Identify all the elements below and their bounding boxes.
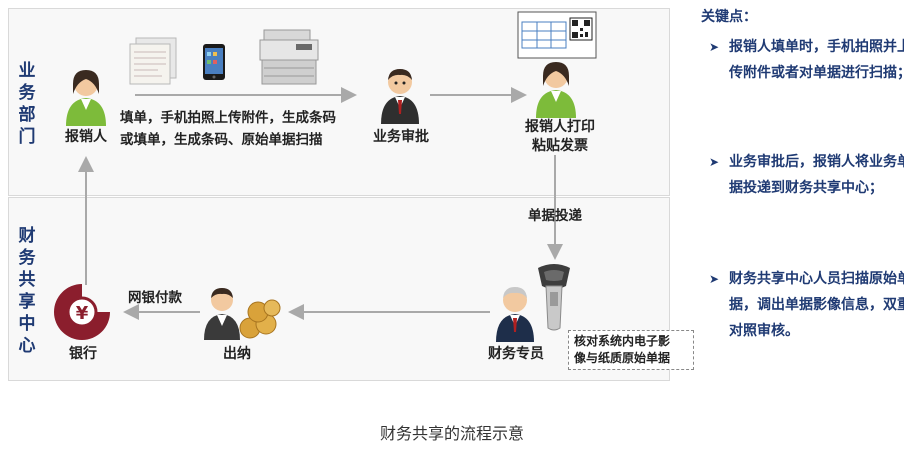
bank-yen-icon: ¥ [54,284,110,340]
note-line1: 核对系统内电子影 [574,334,671,348]
key-point-1: ➤ 报销人填单时，手机拍照并上传附件或者对单据进行扫描； [709,34,904,86]
approver-person-icon [381,69,419,124]
verification-note: 核对系统内电子影 像与纸质原始单据 [568,330,694,370]
shared-lane-label: 财务共享中心 [18,226,36,356]
specialist-label: 财务专员 [488,346,544,362]
diagram-caption: 财务共享的流程示意 [379,424,524,443]
payment-step-label: 网银付款 [128,290,182,306]
scanner-copier-icon [259,29,319,85]
key-point-1-text: 报销人填单时，手机拍照并上传附件或者对单据进行扫描； [729,39,904,81]
print-step-label-line2: 粘贴发票 [532,138,588,154]
cashier-coins-icon [204,288,281,340]
arrow-bullet-icon: ➤ [709,40,720,54]
print-step-label-line1: 报销人打印 [525,119,595,135]
mobile-phone-icon [203,44,225,80]
arrow-bullet-icon: ➤ [709,155,720,169]
business-lane-label: 业务部门 [18,61,36,147]
fill-form-step-line1: 填单，手机拍照上传附件，生成条码 [120,110,336,126]
printed-barcode-form-icon [517,11,597,59]
key-points-title: 关键点： [701,9,757,25]
approval-label: 业务审批 [373,129,429,145]
arrow-bullet-icon: ➤ [709,272,720,286]
note-line2: 像与纸质原始单据 [574,351,671,365]
reporter-label: 报销人 [65,129,107,145]
key-point-2: ➤ 业务审批后，报销人将业务单据投递到财务共享中心； [709,149,904,201]
key-point-3-text: 财务共享中心人员扫描原始单据，调出单据影像信息，双重对照审核。 [729,271,904,339]
print-reporter-person-icon [536,62,576,118]
documents-icon [129,37,177,85]
finance-specialist-icon [496,287,534,342]
reporter-person-icon [66,70,106,126]
key-point-3: ➤ 财务共享中心人员扫描原始单据，调出单据影像信息，双重对照审核。 [709,266,904,344]
deliver-step-label: 单据投递 [528,208,582,224]
fill-form-step-line2: 或填单，生成条码、原始单据扫描 [120,132,323,148]
cashier-label: 出纳 [223,346,251,362]
bank-label: 银行 [69,346,97,362]
svg-text:¥: ¥ [76,303,89,324]
barcode-scanner-icon [538,264,570,331]
key-point-2-text: 业务审批后，报销人将业务单据投递到财务共享中心； [729,154,904,196]
